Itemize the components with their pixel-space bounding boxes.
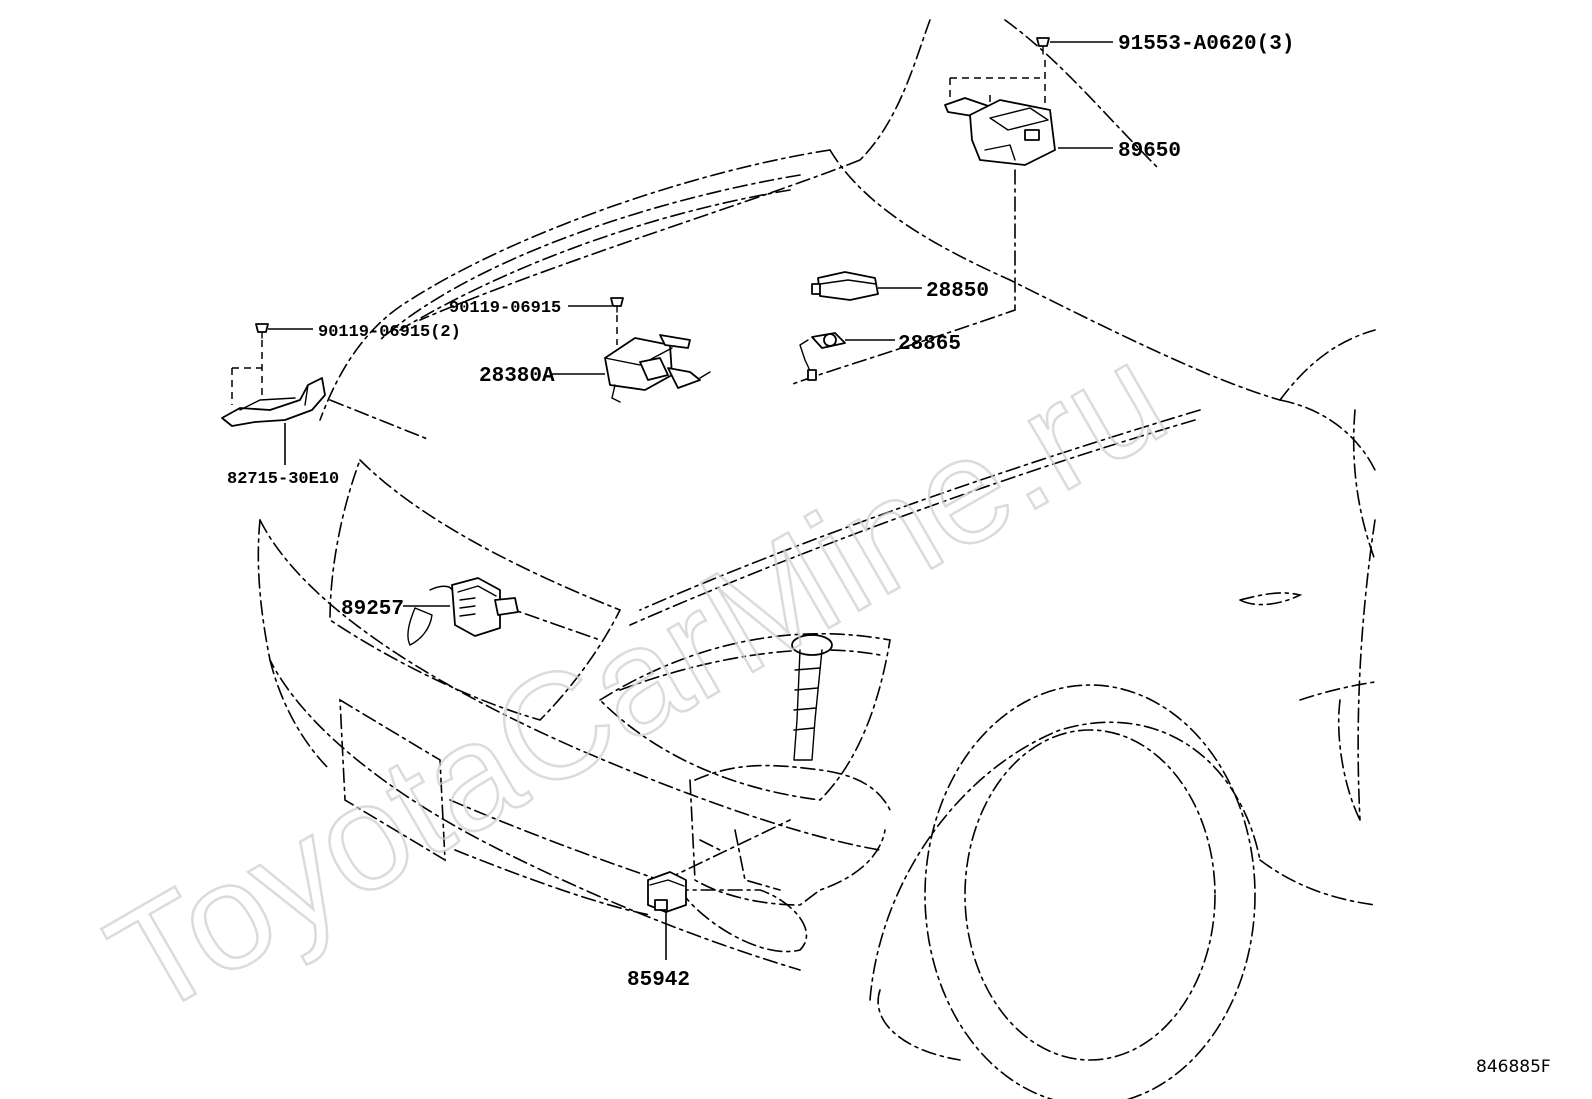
callout-actuator-28380A: 28380A	[479, 365, 555, 388]
actuator-28380A-drawing	[604, 297, 711, 403]
sensor-89257-drawing	[407, 577, 519, 646]
callout-bolt-left: 90119-06915(2)	[318, 323, 461, 342]
callout-sensor-89257: 89257	[341, 598, 404, 621]
relay-85942-drawing	[647, 871, 687, 913]
callout-bolt-mid: 90119-06915	[449, 299, 561, 318]
callout-labels: 91553-A0620(3) 89650 28850 28865 90119-0…	[227, 33, 1294, 992]
callout-module-89650: 89650	[1118, 140, 1181, 163]
washer-tank-drawing	[689, 634, 891, 906]
sensor-28865-drawing	[799, 332, 846, 381]
module-89650-drawing	[944, 37, 1056, 166]
callout-sensor-28850: 28850	[926, 280, 989, 303]
leader-lines	[268, 41, 1113, 960]
callout-relay-85942: 85942	[627, 969, 690, 992]
sensor-28850-drawing	[811, 271, 879, 301]
bracket-82715-30E10-drawing	[221, 323, 326, 427]
vehicle-outline	[257, 19, 1376, 1099]
callout-bolt-top: 91553-A0620(3)	[1118, 33, 1294, 56]
callout-sensor-28865: 28865	[898, 333, 961, 356]
drawing-reference-number: 846885F	[1476, 1057, 1551, 1077]
callout-bracket-82715: 82715-30E10	[227, 470, 339, 489]
